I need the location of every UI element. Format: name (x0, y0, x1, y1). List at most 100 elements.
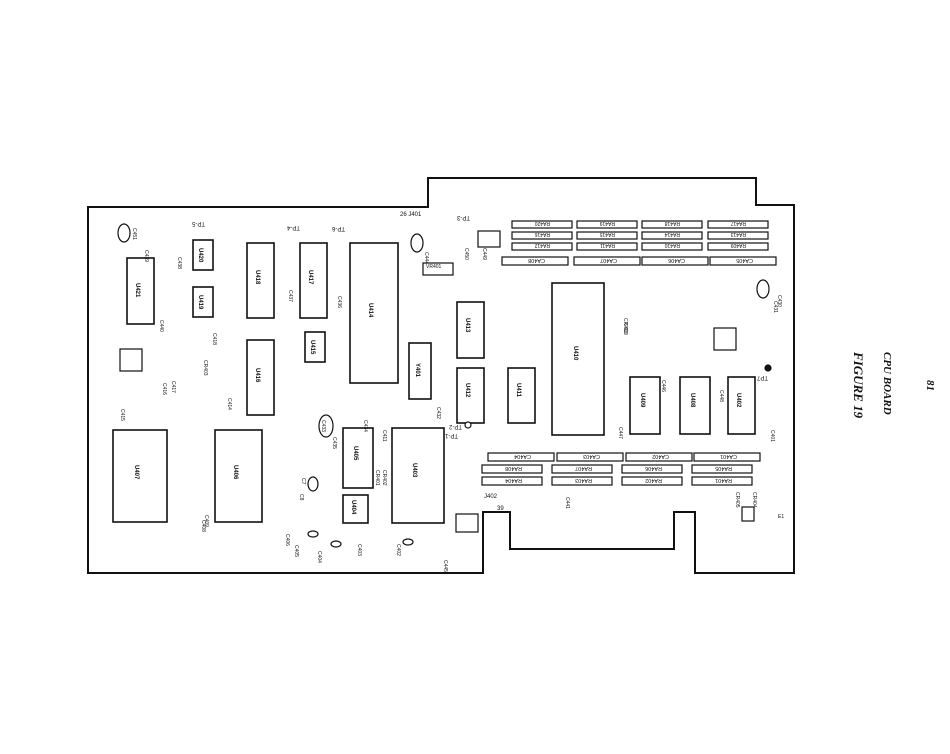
tp7-marker (764, 364, 772, 372)
cap-label-c435: C435 (331, 437, 337, 449)
array-label: CA405 (736, 257, 753, 263)
cap-label-c441: C441 (564, 497, 570, 509)
ic-y401 (408, 342, 432, 400)
array-ra407 (551, 464, 613, 474)
ic-u413 (456, 301, 485, 359)
cap-label-c448: C448 (718, 390, 724, 402)
cap-label-c404: C404 (316, 551, 322, 563)
res-block-4 (455, 513, 479, 533)
cap-label-c433: C433 (320, 420, 326, 432)
array-label: RA407 (575, 465, 592, 471)
cap-c431 (756, 279, 770, 299)
cap-label-c401: C401 (769, 430, 775, 442)
ic-u420 (192, 239, 214, 271)
diode-label-cr403: CR403 (202, 360, 208, 376)
cap-label-c431: C431 (772, 301, 778, 313)
misc-label-e1: E1 (778, 514, 784, 520)
tp1-marker (464, 421, 472, 429)
resistor-array-ra420 (511, 220, 573, 229)
ic-u415 (304, 331, 326, 363)
cap-label-c437: C437 (287, 290, 293, 302)
ic-label-u402: U402 (735, 393, 741, 408)
cap-label-c406: C406 (284, 534, 290, 546)
ic-u419 (192, 286, 214, 318)
ra-label: RA412 (534, 242, 550, 248)
ic-u410 (551, 282, 605, 436)
ic-u408 (679, 376, 711, 435)
array-label: CA402 (652, 453, 669, 459)
cap-label-c438: C438 (176, 257, 182, 269)
cap-c433 (318, 414, 334, 438)
ic-label-u403: U403 (411, 463, 417, 478)
cap-label-c408: C408 (200, 520, 206, 532)
label-pin39: 39 (497, 506, 504, 512)
array-label: CA403 (583, 453, 600, 459)
misc-label-vr401: VR401 (426, 264, 442, 270)
ic-label-u404: U404 (350, 500, 356, 515)
cap-label-c449: C449 (481, 248, 487, 260)
diode-label-cr405: CR405 (734, 492, 740, 508)
res-block-3 (477, 230, 501, 248)
resistor-array-ra410 (641, 242, 703, 251)
label-j401: 26 J401 (400, 212, 422, 218)
resistor-array-ra413 (707, 231, 769, 240)
label-j402: J402 (484, 494, 498, 500)
array-label: RA404 (505, 477, 522, 483)
ic-label-u416: U416 (254, 368, 260, 383)
ra-label: RA417 (730, 220, 746, 226)
cap-c444 (410, 233, 424, 253)
ra-label: RA418 (664, 220, 680, 226)
cap-label-c445: C445 (442, 560, 448, 572)
cap-label-c444: C444 (423, 252, 429, 264)
cap-c451 (117, 223, 131, 243)
ic-label-y401: Y401 (414, 363, 420, 378)
cap-label-c415: C415 (119, 409, 125, 421)
ic-u406 (214, 429, 263, 523)
ic-u403 (391, 427, 445, 524)
cap-labels: C451C439C438C437C436C440C418C417C416C415… (119, 228, 784, 572)
cap-label-c403: C403 (356, 544, 362, 556)
array-ca402 (625, 452, 693, 462)
array-ca404 (487, 452, 555, 462)
ic-label-u418: U418 (254, 270, 260, 285)
tp-label-tp-5: TP-5 (191, 220, 205, 226)
ic-u414 (349, 242, 399, 384)
cap-label-c418: C418 (211, 333, 217, 345)
cap-label-c440: C440 (158, 320, 164, 332)
cap-label-c409: C409 (203, 515, 209, 527)
tp-label-tp-2: TP-2 (448, 423, 462, 429)
cap-label-c434: C434 (362, 420, 368, 432)
array-ra406 (621, 464, 683, 474)
tp-label-tp-4: TP-4 (286, 224, 300, 230)
array-label: CA406 (668, 257, 685, 263)
cap-label-c402: C402 (395, 544, 401, 556)
array-ra402 (621, 476, 683, 486)
array-label: RA401 (715, 477, 732, 483)
cap-label-c436: C436 (336, 296, 342, 308)
board-outline (87, 177, 795, 574)
ic-u405 (342, 427, 374, 489)
ra-label: RA416 (534, 231, 550, 237)
array-ra403 (551, 476, 613, 486)
ic-label-u405: U405 (352, 446, 358, 461)
res-block-2 (713, 327, 737, 351)
cap-label-c450: C450 (463, 248, 469, 260)
array-label: CA404 (514, 453, 531, 459)
ic-label-u406: U406 (232, 465, 238, 480)
ic-u411 (507, 367, 536, 424)
array-ca407 (573, 256, 641, 266)
diode-label-cr402: CR402 (381, 470, 387, 486)
page-number: 81 (924, 380, 936, 391)
ic-chips (112, 239, 756, 524)
ic-u421 (126, 257, 155, 325)
ic-u417 (299, 242, 328, 319)
cap-label-c446: C446 (660, 380, 666, 392)
ic-label-u421: U421 (134, 283, 140, 298)
